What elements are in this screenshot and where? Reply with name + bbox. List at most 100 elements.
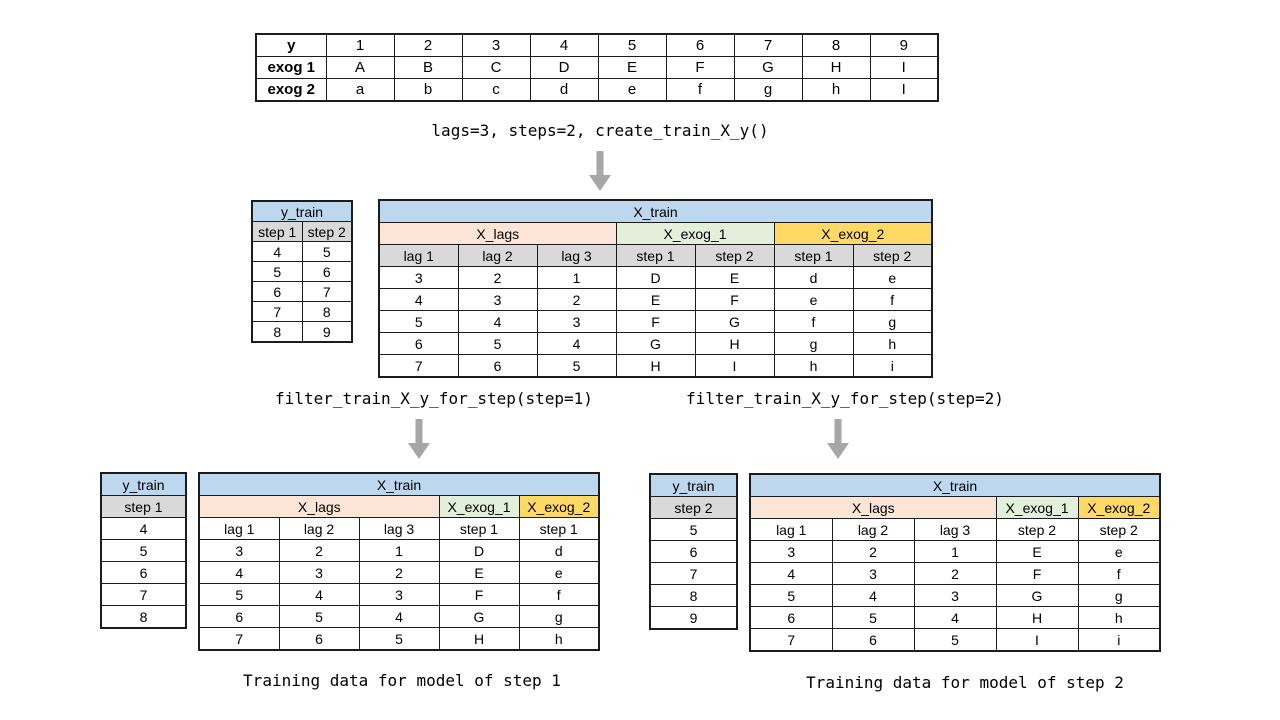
column-header: lag 1: [378, 244, 459, 267]
table-cell: 6: [100, 561, 187, 584]
table-cell: E: [694, 266, 775, 289]
table-cell: 3: [749, 540, 833, 563]
row-label: exog 2: [255, 78, 327, 102]
column-header: step 2: [649, 496, 738, 519]
table-cell: I: [869, 56, 939, 79]
group-header: X_exog_1: [995, 496, 1079, 519]
table-cell: 3: [457, 288, 538, 311]
table-cell: I: [869, 78, 939, 102]
table-cell: 6: [649, 540, 738, 563]
column-header: step 2: [995, 518, 1079, 541]
table-cell: 7: [733, 33, 803, 57]
table-cell: H: [694, 332, 775, 355]
table-cell: 2: [393, 33, 463, 57]
group-header: X_exog_1: [615, 222, 775, 245]
table-cell: 5: [831, 606, 915, 629]
table-cell: 5: [378, 310, 459, 333]
table-cell: 5: [597, 33, 667, 57]
table-cell: g: [518, 605, 600, 628]
table-cell: 7: [649, 562, 738, 585]
table-cell: i: [1077, 628, 1161, 652]
table-cell: e: [518, 561, 600, 584]
table-cell: F: [438, 583, 520, 606]
table-cell: e: [597, 78, 667, 102]
table-cell: E: [597, 56, 667, 79]
table-cell: 8: [649, 584, 738, 607]
down-arrow-icon: [826, 419, 850, 459]
table-cell: F: [995, 562, 1079, 585]
table-cell: H: [438, 627, 520, 651]
column-header: step 2: [852, 244, 933, 267]
group-header: X_exog_2: [773, 222, 933, 245]
table-cell: 4: [198, 561, 280, 584]
table-cell: 6: [251, 281, 303, 302]
table-cell: 5: [198, 583, 280, 606]
table-cell: 9: [649, 606, 738, 630]
table-cell: 6: [301, 261, 353, 282]
column-header: step 1: [615, 244, 696, 267]
table-cell: 5: [100, 539, 187, 562]
table-cell: 6: [278, 627, 360, 651]
table-cell: 1: [536, 266, 617, 289]
table-cell: d: [529, 78, 599, 102]
column-header: lag 2: [831, 518, 915, 541]
table-cell: 3: [913, 584, 997, 607]
table-cell: f: [852, 288, 933, 311]
caption-step1: Training data for model of step 1: [243, 671, 561, 690]
down-arrow-icon: [588, 151, 612, 191]
table-cell: h: [852, 332, 933, 355]
table-cell: 5: [278, 605, 360, 628]
table-cell: 8: [100, 605, 187, 629]
table-cell: g: [733, 78, 803, 102]
table-cell: h: [773, 354, 854, 378]
table-title: y_train: [649, 473, 738, 497]
table-cell: f: [1077, 562, 1161, 585]
table-cell: B: [393, 56, 463, 79]
column-header: lag 2: [457, 244, 538, 267]
table-cell: 8: [251, 321, 303, 343]
table-cell: 6: [198, 605, 280, 628]
table-cell: 5: [457, 332, 538, 355]
table-cell: 4: [536, 332, 617, 355]
table-cell: f: [518, 583, 600, 606]
table-cell: 7: [198, 627, 280, 651]
table-cell: 5: [649, 518, 738, 541]
down-arrow-icon: [407, 419, 431, 459]
column-header: step 2: [694, 244, 775, 267]
table-cell: 3: [378, 266, 459, 289]
table-cell: c: [461, 78, 531, 102]
table-cell: 4: [378, 288, 459, 311]
caption-step2: Training data for model of step 2: [806, 673, 1124, 692]
table-cell: 5: [358, 627, 440, 651]
table-cell: D: [615, 266, 696, 289]
table-title: X_train: [198, 472, 600, 496]
group-header: X_exog_2: [1077, 496, 1161, 519]
table-cell: 2: [278, 539, 360, 562]
table-cell: 6: [378, 332, 459, 355]
table-cell: f: [773, 310, 854, 333]
table-cell: E: [615, 288, 696, 311]
column-header: step 1: [518, 517, 600, 540]
column-header: step 1: [438, 517, 520, 540]
group-header: X_exog_1: [438, 495, 520, 518]
table-cell: D: [438, 539, 520, 562]
table-cell: 5: [536, 354, 617, 378]
table-cell: G: [995, 584, 1079, 607]
table-cell: g: [773, 332, 854, 355]
column-header: step 2: [301, 221, 353, 242]
table-cell: d: [773, 266, 854, 289]
table-cell: 5: [301, 241, 353, 262]
table-cell: i: [852, 354, 933, 378]
column-header: lag 3: [358, 517, 440, 540]
table-cell: G: [733, 56, 803, 79]
table-cell: d: [518, 539, 600, 562]
row-label: y: [255, 33, 327, 57]
table-title: y_train: [100, 472, 187, 496]
table-cell: 5: [749, 584, 833, 607]
table-cell: 5: [913, 628, 997, 652]
filter-step1-code-label: filter_train_X_y_for_step(step=1): [275, 389, 593, 408]
table-cell: C: [461, 56, 531, 79]
table-cell: A: [325, 56, 395, 79]
